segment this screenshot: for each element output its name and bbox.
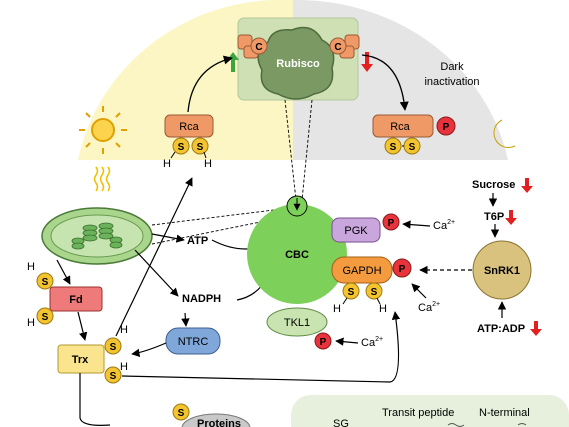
- svg-text:P: P: [388, 218, 395, 229]
- svg-text:Fd: Fd: [69, 294, 82, 306]
- carbamate-right: C: [329, 34, 360, 59]
- atp-adp-label: ATP:ADP: [477, 323, 525, 335]
- pgk-ca: Ca2+: [433, 219, 455, 232]
- svg-text:C: C: [255, 42, 262, 53]
- svg-text:H: H: [27, 317, 35, 329]
- svg-text:PGK: PGK: [344, 225, 368, 237]
- svg-text:S: S: [42, 312, 49, 323]
- svg-text:NTRC: NTRC: [178, 336, 209, 348]
- rubisco-label: Rubisco: [276, 58, 320, 70]
- thioredoxin[interactable]: Trx S S H H: [57, 324, 128, 384]
- svg-text:Rca: Rca: [390, 121, 410, 133]
- sucrose-label: Sucrose: [472, 179, 515, 191]
- svg-text:S: S: [178, 408, 185, 419]
- pgk-enzyme[interactable]: PGK P: [331, 213, 400, 243]
- ntrc[interactable]: NTRC: [165, 327, 221, 355]
- nadph-label: NADPH: [182, 293, 221, 305]
- down-arrow-icon: [361, 52, 373, 72]
- proteins-node[interactable]: Proteins S: [172, 403, 251, 427]
- svg-text:S: S: [409, 142, 416, 153]
- rca-inactive[interactable]: Rca P S S: [372, 114, 456, 155]
- svg-text:H: H: [333, 303, 341, 315]
- moon-icon: [493, 119, 516, 149]
- t6p-label: T6P: [484, 211, 504, 223]
- svg-text:S: S: [42, 277, 49, 288]
- svg-text:P: P: [320, 337, 327, 348]
- svg-text:P: P: [399, 264, 406, 275]
- svg-text:H: H: [204, 158, 212, 170]
- light-waves-icon: [93, 166, 111, 192]
- svg-text:GAPDH: GAPDH: [342, 265, 381, 277]
- atp-adp-down-icon: [530, 321, 542, 336]
- svg-text:S: S: [178, 142, 185, 153]
- svg-text:H: H: [163, 158, 171, 170]
- chloroplast-icon: [41, 207, 153, 265]
- n-terminal-label: N-terminal: [479, 407, 530, 419]
- snrk1-label: SnRK1: [484, 265, 520, 277]
- svg-text:H: H: [120, 324, 128, 336]
- svg-text:Rca: Rca: [179, 121, 199, 133]
- dark-label: Dark: [440, 61, 464, 73]
- carbamate-left: C: [237, 34, 268, 59]
- svg-text:H: H: [27, 261, 35, 273]
- svg-text:S: S: [110, 371, 117, 382]
- svg-text:C: C: [334, 42, 341, 53]
- svg-text:S: S: [390, 142, 397, 153]
- gapdh-ca: Ca2+: [418, 301, 440, 314]
- rca-active[interactable]: Rca S S H H: [163, 114, 214, 170]
- snrk1-node[interactable]: [472, 240, 532, 300]
- sg-label: SG: [333, 418, 349, 427]
- gapdh-enzyme[interactable]: GAPDH P S S H H: [331, 256, 412, 315]
- svg-text:S: S: [110, 342, 117, 353]
- cbc-cycle[interactable]: [247, 204, 347, 304]
- svg-text:P: P: [443, 122, 450, 133]
- svg-text:TKL1: TKL1: [284, 317, 310, 329]
- svg-text:S: S: [348, 287, 355, 298]
- cbc-label: CBC: [285, 249, 309, 261]
- rubisco-blob[interactable]: [257, 26, 335, 100]
- svg-text:H: H: [120, 361, 128, 373]
- svg-text:S: S: [197, 142, 204, 153]
- svg-text:Trx: Trx: [72, 354, 89, 366]
- svg-text:S: S: [371, 287, 378, 298]
- sucrose-down-icon: [521, 178, 533, 193]
- ferredoxin[interactable]: Fd S S H H: [27, 261, 103, 329]
- sun-icon: [79, 106, 127, 154]
- tkl1-enzyme[interactable]: TKL1 P: [266, 307, 332, 350]
- svg-text:Proteins: Proteins: [197, 418, 241, 427]
- t6p-down-icon: [505, 210, 517, 225]
- atp-label: ATP: [187, 235, 208, 247]
- tkl1-ca: Ca2+: [361, 336, 383, 349]
- transit-peptide-label: Transit peptide: [382, 407, 454, 419]
- svg-text:H: H: [379, 303, 387, 315]
- inactivation-label: inactivation: [424, 76, 479, 88]
- targeting-panel: [291, 395, 569, 427]
